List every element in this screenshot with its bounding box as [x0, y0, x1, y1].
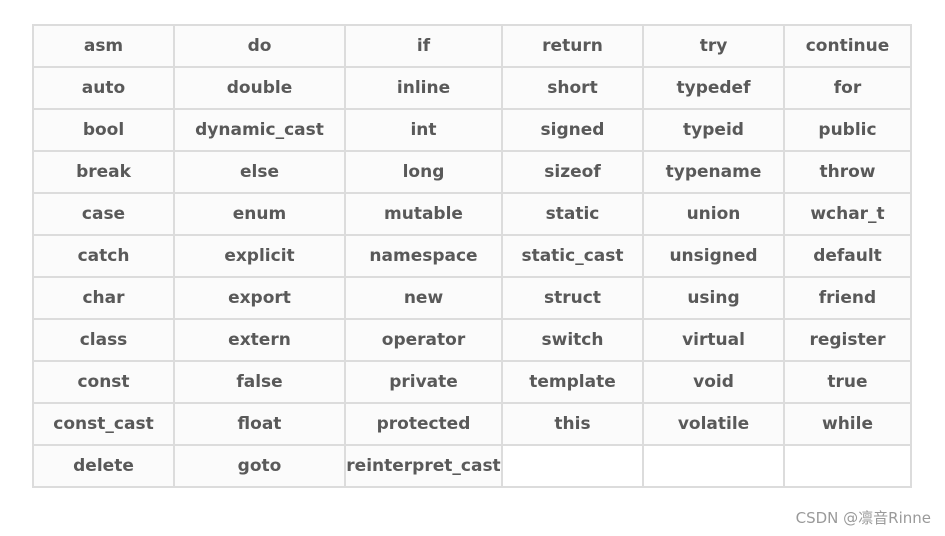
keyword-cell: unsigned [642, 234, 785, 278]
keyword-cell: auto [32, 66, 175, 110]
keyword-cell: throw [783, 150, 912, 194]
keyword-cell: try [642, 24, 785, 68]
keyword-cell: virtual [642, 318, 785, 362]
keyword-cell: explicit [173, 234, 346, 278]
keyword-cell: operator [344, 318, 503, 362]
keyword-cell: long [344, 150, 503, 194]
keyword-cell: public [783, 108, 912, 152]
keyword-cell: if [344, 24, 503, 68]
keyword-cell: this [501, 402, 644, 446]
keyword-cell: using [642, 276, 785, 320]
keyword-cell: dynamic_cast [173, 108, 346, 152]
keyword-cell: private [344, 360, 503, 404]
keyword-cell: continue [783, 24, 912, 68]
keyword-cell: static_cast [501, 234, 644, 278]
keyword-cell: signed [501, 108, 644, 152]
keyword-cell: typeid [642, 108, 785, 152]
empty-cell [642, 444, 785, 488]
keyword-cell: switch [501, 318, 644, 362]
keyword-cell: int [344, 108, 503, 152]
keyword-cell: bool [32, 108, 175, 152]
keyword-cell: inline [344, 66, 503, 110]
keyword-cell: do [173, 24, 346, 68]
keyword-cell: false [173, 360, 346, 404]
watermark-text: CSDN @凛音Rinne [795, 509, 931, 527]
keyword-cell: export [173, 276, 346, 320]
keyword-cell: asm [32, 24, 175, 68]
keyword-cell: friend [783, 276, 912, 320]
keyword-cell: sizeof [501, 150, 644, 194]
keyword-cell: while [783, 402, 912, 446]
keyword-cell: const_cast [32, 402, 175, 446]
keyword-cell: true [783, 360, 912, 404]
keyword-cell: union [642, 192, 785, 236]
keyword-cell: new [344, 276, 503, 320]
keyword-cell: else [173, 150, 346, 194]
keyword-cell: default [783, 234, 912, 278]
keyword-cell: return [501, 24, 644, 68]
keyword-cell: case [32, 192, 175, 236]
keyword-cell: double [173, 66, 346, 110]
keyword-cell: template [501, 360, 644, 404]
keyword-cell: enum [173, 192, 346, 236]
keyword-cell: struct [501, 276, 644, 320]
keyword-cell: delete [32, 444, 175, 488]
keyword-cell: register [783, 318, 912, 362]
keyword-cell: const [32, 360, 175, 404]
keyword-cell: for [783, 66, 912, 110]
keyword-cell: float [173, 402, 346, 446]
keyword-cell: goto [173, 444, 346, 488]
keyword-cell: reinterpret_cast [344, 444, 503, 488]
keyword-cell: protected [344, 402, 503, 446]
keyword-cell: void [642, 360, 785, 404]
keyword-cell: volatile [642, 402, 785, 446]
empty-cell [783, 444, 912, 488]
keyword-cell: static [501, 192, 644, 236]
keyword-cell: char [32, 276, 175, 320]
empty-cell [501, 444, 644, 488]
keyword-cell: catch [32, 234, 175, 278]
keyword-cell: class [32, 318, 175, 362]
keyword-cell: namespace [344, 234, 503, 278]
keyword-cell: extern [173, 318, 346, 362]
keyword-cell: mutable [344, 192, 503, 236]
keyword-cell: wchar_t [783, 192, 912, 236]
keyword-cell: typedef [642, 66, 785, 110]
keyword-cell: short [501, 66, 644, 110]
keyword-cell: break [32, 150, 175, 194]
keyword-cell: typename [642, 150, 785, 194]
